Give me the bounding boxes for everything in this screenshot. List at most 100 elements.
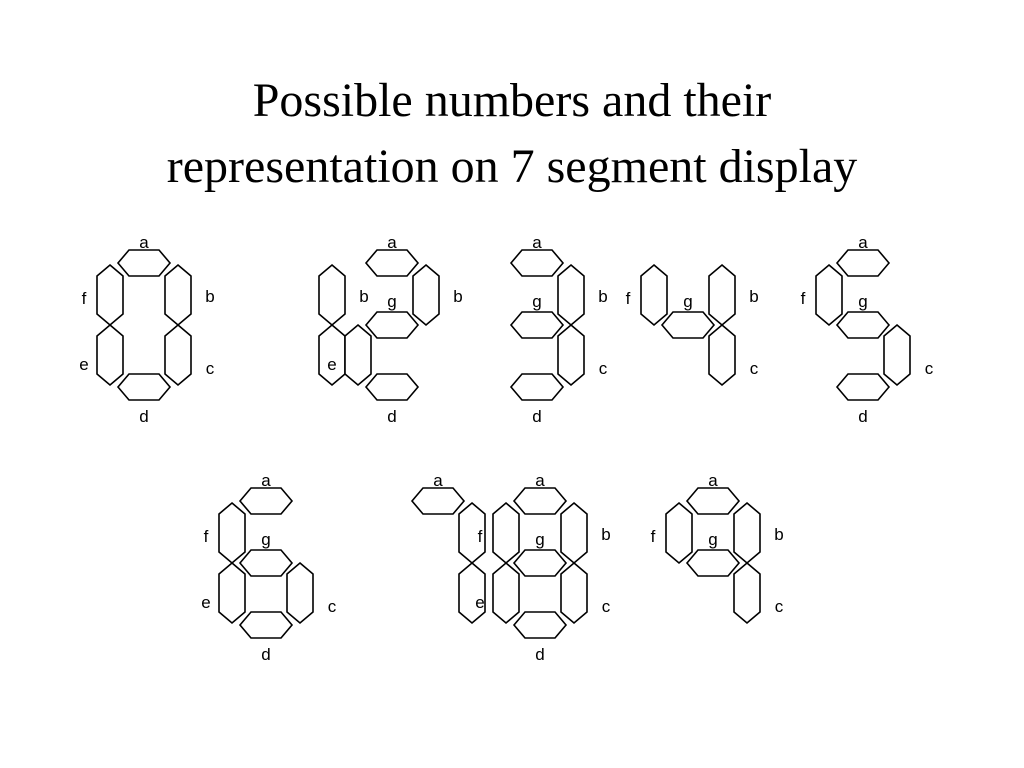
segment-g xyxy=(660,311,716,339)
segment-label-g: g xyxy=(535,530,544,549)
segment-label-g: g xyxy=(683,292,692,311)
segment-label-b: b xyxy=(598,287,607,306)
segment-label-a: a xyxy=(535,471,545,490)
segment-g xyxy=(238,549,294,577)
segment-label-d: d xyxy=(387,407,396,426)
segment-b xyxy=(560,501,588,565)
segment-g xyxy=(512,549,568,577)
segment-f xyxy=(815,263,843,327)
segment-label-b: b xyxy=(359,287,368,306)
segment-label-b: b xyxy=(601,525,610,544)
digit-8: a f g b e c d xyxy=(475,471,610,664)
segment-b xyxy=(412,263,440,327)
segment-label-g: g xyxy=(858,292,867,311)
segment-label-a: a xyxy=(261,471,271,490)
segment-label-c: c xyxy=(925,359,934,378)
segment-label-e: e xyxy=(327,355,336,374)
segment-c xyxy=(733,561,761,625)
segment-a xyxy=(685,487,741,515)
digit-9: a f g b c xyxy=(651,471,784,625)
segment-e xyxy=(218,561,246,625)
segment-label-g: g xyxy=(261,530,270,549)
segment-f xyxy=(96,263,124,327)
segment-label-b: b xyxy=(205,287,214,306)
segment-b xyxy=(708,263,736,327)
segment-a xyxy=(835,249,891,277)
segment-label-d: d xyxy=(532,407,541,426)
segment-label-c: c xyxy=(602,597,611,616)
segment-c xyxy=(286,561,314,625)
segment-c xyxy=(458,561,486,625)
segment-f xyxy=(218,501,246,565)
segment-e xyxy=(344,323,372,387)
segment-b xyxy=(733,501,761,565)
segment-label-c: c xyxy=(328,597,337,616)
segment-c xyxy=(164,323,192,387)
segment-label-a: a xyxy=(433,471,443,490)
segment-label-g: g xyxy=(708,530,717,549)
title-line-1: Possible numbers and their xyxy=(252,74,772,127)
segment-a xyxy=(364,249,420,277)
segment-a xyxy=(410,487,466,515)
segment-label-e: e xyxy=(201,593,210,612)
title-line-2: representation on 7 segment display xyxy=(166,140,858,193)
segment-f xyxy=(640,263,668,327)
segment-label-b: b xyxy=(453,287,462,306)
segment-d xyxy=(512,611,568,639)
segment-label-a: a xyxy=(387,233,397,252)
segment-c xyxy=(708,323,736,387)
segment-g xyxy=(364,311,420,339)
segment-g xyxy=(835,311,891,339)
segment-label-d: d xyxy=(858,407,867,426)
segment-label-c: c xyxy=(750,359,759,378)
segment-g xyxy=(509,311,565,339)
digit-3: a g b c d xyxy=(509,233,608,426)
segment-f xyxy=(665,501,693,565)
segment-a xyxy=(512,487,568,515)
segment-label-a: a xyxy=(532,233,542,252)
segment-label-a: a xyxy=(708,471,718,490)
segment-e xyxy=(492,561,520,625)
slide-title: Possible numbers and their representatio… xyxy=(0,68,1024,200)
segment-label-d: d xyxy=(139,407,148,426)
segment-f xyxy=(492,501,520,565)
segment-c xyxy=(560,561,588,625)
segment-label-d: d xyxy=(535,645,544,664)
segment-label-b: b xyxy=(749,287,758,306)
segment-a xyxy=(509,249,565,277)
segment-d xyxy=(509,373,565,401)
segment-a xyxy=(116,249,172,277)
segment-b xyxy=(557,263,585,327)
segment-label-c: c xyxy=(775,597,784,616)
segment-e xyxy=(96,323,124,387)
segment-g xyxy=(685,549,741,577)
segment-label-g: g xyxy=(387,292,396,311)
digit-7: abc xyxy=(410,471,509,625)
digit-6: a f g e c d xyxy=(201,471,336,664)
segment-label-a: a xyxy=(858,233,868,252)
segment-label-f: f xyxy=(626,289,631,308)
segment-d xyxy=(238,611,294,639)
segment-label-f: f xyxy=(82,289,87,308)
segment-b xyxy=(318,263,346,327)
segment-label-c: c xyxy=(599,359,608,378)
segment-d xyxy=(364,373,420,401)
segment-label-b: b xyxy=(774,525,783,544)
segment-label-e: e xyxy=(79,355,88,374)
segment-label-e: e xyxy=(475,593,484,612)
segment-label-g: g xyxy=(532,292,541,311)
segment-label-f: f xyxy=(651,527,656,546)
segment-d xyxy=(835,373,891,401)
segment-a xyxy=(238,487,294,515)
segment-label-c: c xyxy=(206,359,215,378)
segment-label-f: f xyxy=(204,527,209,546)
segment-c xyxy=(557,323,585,387)
segment-d xyxy=(116,373,172,401)
segment-label-d: d xyxy=(261,645,270,664)
segment-b xyxy=(164,263,192,327)
segment-label-f: f xyxy=(478,527,483,546)
